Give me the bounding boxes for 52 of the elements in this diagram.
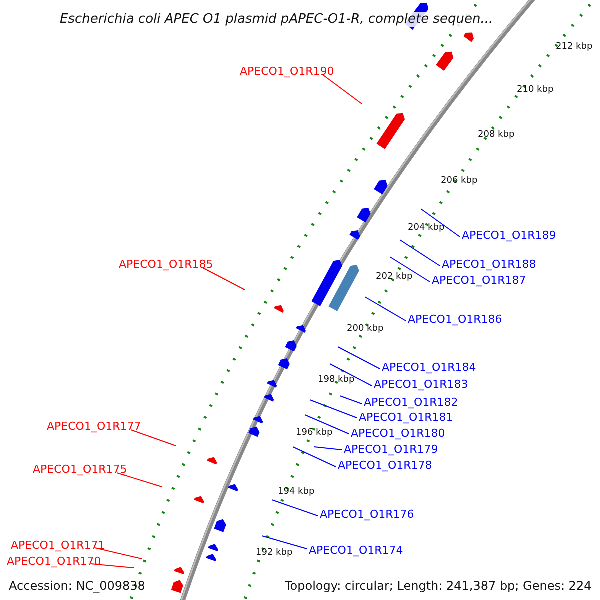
gene-label: APECO1_O1R190 (240, 66, 334, 77)
leader-line (340, 396, 362, 404)
leader-line (130, 430, 176, 446)
leader-line (262, 536, 308, 550)
leader-line (420, 208, 460, 238)
scale-label: 202 kbp (376, 273, 413, 282)
scale-label: 212 kbp (556, 43, 593, 52)
gene-label: APECO1_O1R183 (374, 378, 468, 390)
leader-line (338, 346, 380, 370)
gene-label: APECO1_O1R186 (408, 314, 502, 325)
leader-line (272, 500, 318, 516)
gene-label: APECO1_O1R188 (442, 258, 536, 270)
gene-label: APECO1_O1R179 (344, 444, 438, 455)
gene-label: APECO1_O1R176 (320, 508, 414, 520)
gene-label: APECO1_O1R171 (11, 540, 106, 551)
gene-label: APECO1_O1R174 (309, 544, 404, 556)
leader-line (292, 446, 336, 468)
gene-label: APECO1_O1R189 (462, 230, 556, 241)
gene-label: APECO1_O1R181 (359, 412, 454, 423)
leader-line (330, 364, 372, 386)
accession-text: Accession: NC_009838 (9, 580, 146, 592)
gene-label: APECO1_O1R182 (364, 396, 458, 408)
gene-label: APECO1_O1R180 (351, 428, 446, 439)
leader-line (314, 446, 342, 450)
leader-line (202, 268, 246, 290)
leader-line (400, 240, 440, 266)
leader-line (322, 74, 362, 104)
scale-label: 210 kbp (517, 86, 554, 96)
scale-label: 196 kbp (296, 429, 333, 438)
gene-label: APECO1_O1R178 (338, 460, 432, 471)
leader-line (116, 472, 162, 488)
gene-label: APECO1_O1R177 (47, 420, 142, 432)
scale-label: 200 kbp (347, 325, 384, 334)
leader-line (90, 564, 134, 568)
topology-text: Topology: circular; Length: 241,387 bp; Genes: 224 (285, 580, 592, 592)
gene-label: APECO1_O1R184 (382, 362, 476, 373)
leader-line (364, 296, 406, 322)
leader-line (310, 400, 358, 418)
gene-label: APECO1_O1R185 (119, 258, 214, 270)
gene-label: APECO1_O1R187 (432, 274, 526, 286)
scale-label: 194 kbp (278, 488, 315, 498)
gene-label: APECO1_O1R175 (33, 464, 128, 475)
leader-line (390, 256, 430, 282)
scale-label: 192 kbp (256, 549, 293, 558)
scale-label: 206 kbp (441, 177, 478, 186)
scale-label: 198 kbp (318, 376, 355, 386)
title: Escherichia coli APEC O1 plasmid pAPEC-O1-R, complete sequen... (60, 12, 494, 27)
gene-label: APECO1_O1R170 (7, 556, 102, 567)
leader-line (94, 548, 142, 560)
scale-label: 204 kbp (408, 224, 445, 234)
leader-line (304, 414, 350, 434)
scale-label: 208 kbp (478, 131, 515, 140)
